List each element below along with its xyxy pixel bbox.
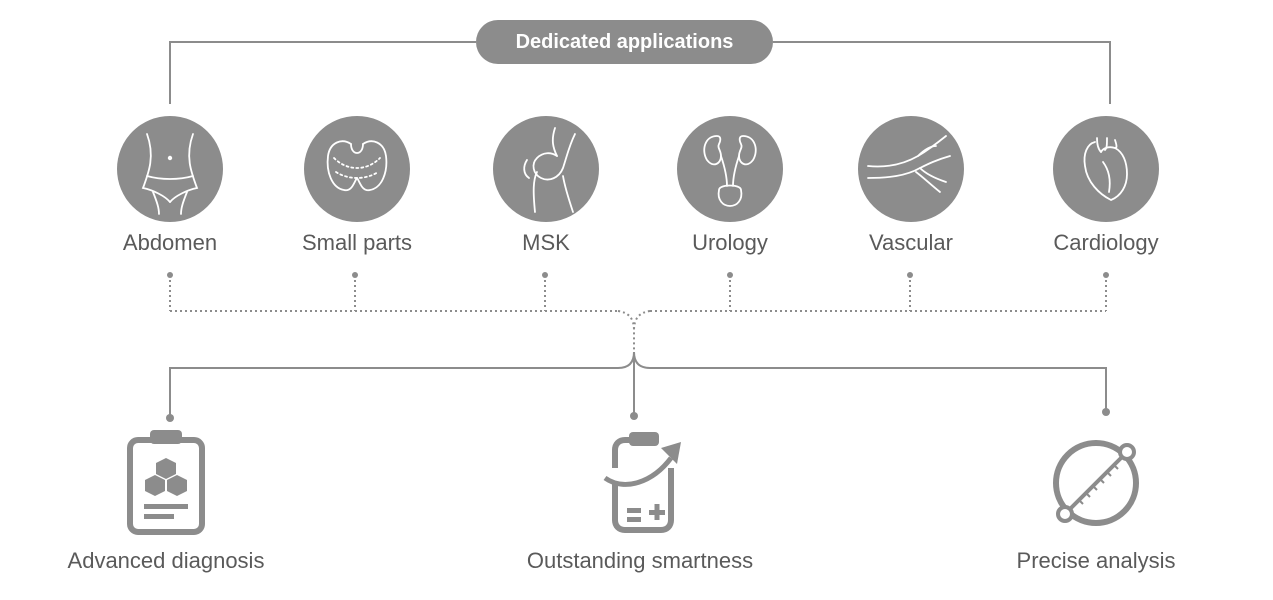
bottom-bracket (169, 351, 1107, 416)
application-urology: Urology (640, 116, 820, 256)
abdomen-icon (117, 116, 223, 222)
kidney-bladder-icon (677, 116, 783, 222)
application-cardiology: Cardiology (1016, 116, 1196, 256)
application-label: Small parts (301, 230, 413, 255)
clipboard-cubes-icon (127, 430, 205, 535)
application-vascular: Vascular (821, 116, 1001, 256)
feature-label: Advanced diagnosis (67, 548, 265, 573)
feature-label: Outstanding smartness (526, 548, 754, 573)
dotted-connectors (169, 275, 1107, 352)
bottom-bracket-dots (166, 408, 1110, 422)
feature-advanced-diagnosis: Advanced diagnosis (26, 428, 306, 574)
application-small-parts: Small parts (267, 116, 447, 256)
thyroid-icon (304, 116, 410, 222)
clipboard-arrow-icon (603, 432, 681, 533)
feature-precise-analysis: Precise analysis (956, 428, 1236, 574)
application-label: Abdomen (122, 230, 218, 255)
feature-label: Precise analysis (1016, 548, 1176, 573)
knee-joint-icon (493, 116, 599, 222)
application-abdomen: Abdomen (80, 116, 260, 256)
application-label: Cardiology (1053, 230, 1159, 255)
application-label: Vascular (869, 230, 953, 255)
application-label: MSK (522, 230, 570, 255)
application-msk: MSK (456, 116, 636, 256)
dedicated-applications-header: Dedicated applications (476, 20, 773, 64)
blood-vessel-icon (858, 116, 964, 222)
application-label: Urology (692, 230, 768, 255)
feature-outstanding-smartness: Outstanding smartness (500, 428, 780, 574)
heart-icon (1053, 116, 1159, 222)
top-bracket-right (773, 41, 1111, 104)
top-bracket-left (169, 41, 476, 104)
caliper-measure-icon (1053, 440, 1139, 526)
dotted-connector-dots (167, 272, 1109, 278)
